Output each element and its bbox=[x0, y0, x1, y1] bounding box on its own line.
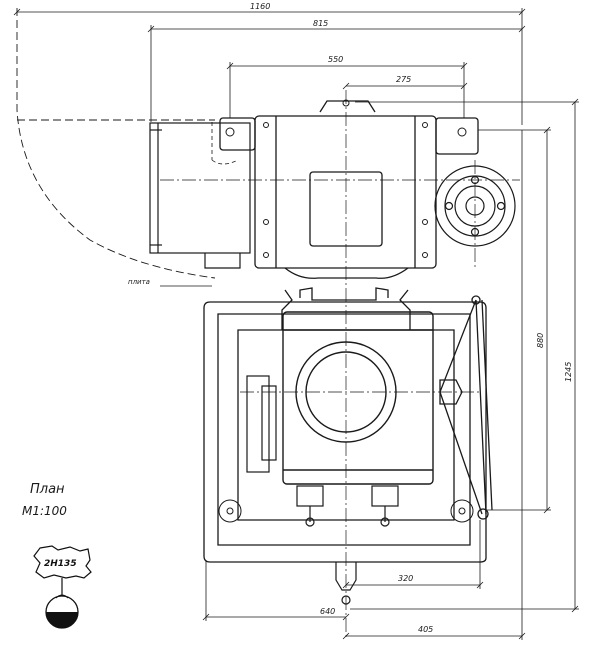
dim-880: 880 bbox=[536, 333, 545, 348]
badge-model: 2Н135 bbox=[44, 559, 77, 569]
coolant-nozzle bbox=[335, 562, 357, 605]
dim-640: 640 bbox=[320, 607, 335, 616]
table-bolts bbox=[296, 485, 399, 527]
plan-scale: М1:100 bbox=[22, 504, 67, 518]
dim-815: 815 bbox=[313, 19, 328, 28]
dim-550: 550 bbox=[328, 55, 343, 64]
swing-radius-arc bbox=[16, 8, 216, 279]
dim-275: 275 bbox=[396, 75, 411, 84]
side-clamp-left bbox=[246, 375, 277, 473]
badge-outline bbox=[33, 545, 92, 579]
dim-1245: 1245 bbox=[564, 362, 573, 382]
droplet-icon bbox=[45, 594, 79, 629]
machine-badge: 2Н135 bbox=[33, 545, 92, 629]
dimension-lines-right bbox=[350, 98, 579, 613]
dim-320: 320 bbox=[398, 574, 413, 583]
dim-405: 405 bbox=[418, 625, 433, 634]
dim-1160: 1160 bbox=[250, 2, 270, 11]
anchor-bolts bbox=[218, 99, 474, 523]
plan-title: План bbox=[30, 482, 65, 497]
machine-table bbox=[282, 311, 434, 485]
motor-block bbox=[149, 122, 251, 269]
column-saddle bbox=[281, 287, 411, 330]
dimension-lines-top bbox=[13, 8, 526, 125]
plate-callout: плита bbox=[128, 278, 150, 286]
dimension-lines-bottom bbox=[202, 130, 526, 640]
drill-head bbox=[219, 100, 479, 279]
flange bbox=[434, 165, 516, 247]
feed-lever bbox=[439, 295, 493, 520]
